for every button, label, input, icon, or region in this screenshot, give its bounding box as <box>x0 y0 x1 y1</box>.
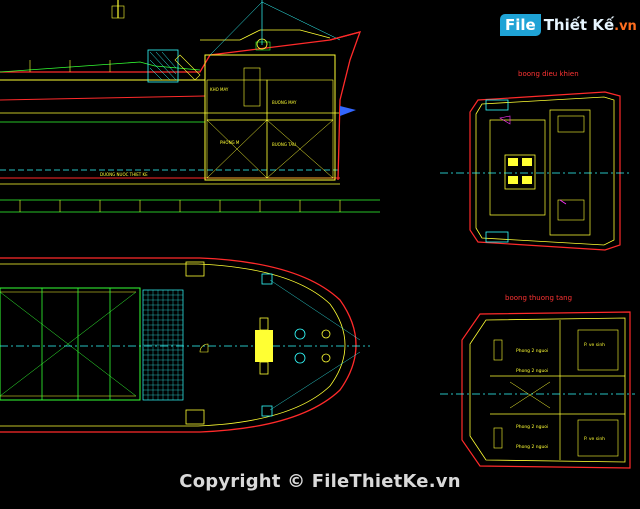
room-label-3: Phong 2 nguoi <box>516 424 548 430</box>
room-label-phong-m: PHONG M <box>220 140 240 145</box>
room-label-1: Phong 2 nguoi <box>516 348 548 354</box>
accommodation-deck-plan: boong thuong tang Phong 2 nguoi Phong 2 … <box>440 294 635 469</box>
bridge-deck-title: boong dieu khien <box>518 70 579 78</box>
room-label-buong-tau: BUONG TAU <box>272 142 296 147</box>
room-label-5: P. ve sinh <box>584 342 605 348</box>
plan-view <box>0 257 370 433</box>
bridge-deck-plan: boong dieu khien <box>440 70 630 251</box>
room-label-6: P. ve sinh <box>584 436 605 442</box>
room-label-2: Phong 2 nguoi <box>516 368 548 374</box>
profile-view: KHO MAY BUONG MAY PHONG M BUONG TAU DUON… <box>0 0 380 213</box>
room-label-kho-may: KHO MAY <box>210 87 229 92</box>
copyright-watermark: Copyright © FileThietKe.vn <box>179 471 461 492</box>
room-label-buong-may: BUONG MAY <box>272 100 297 105</box>
logo-file-badge: File <box>500 14 541 36</box>
baseline-label: DUONG NUOC THIET KE <box>100 172 148 177</box>
filethietke-logo: File Thiết Kế.vn <box>500 12 637 38</box>
logo-text: Thiết Kế.vn <box>543 16 637 34</box>
room-label-4: Phong 2 nguoi <box>516 444 548 450</box>
accommodation-deck-title: boong thuong tang <box>505 294 572 302</box>
